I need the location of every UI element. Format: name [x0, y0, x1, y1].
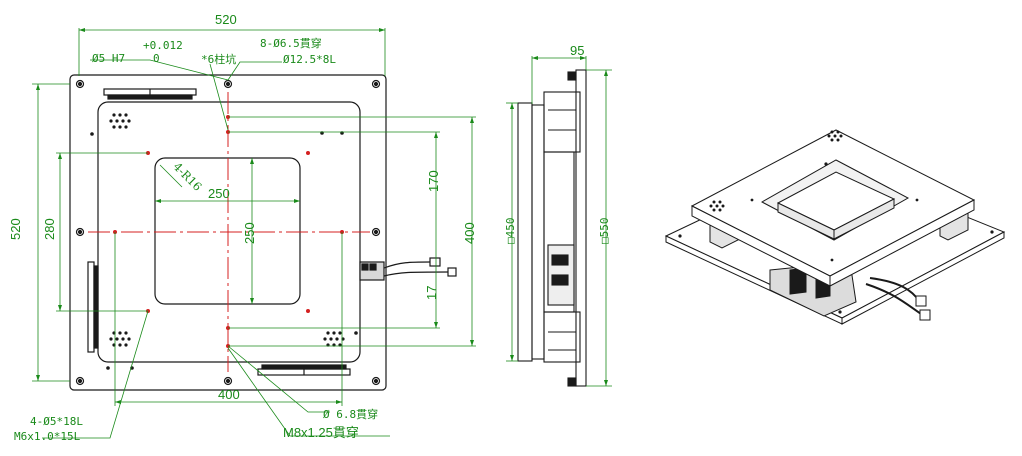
dim-250-vertical: 250: [242, 222, 257, 244]
counterbore-size-note: Ø12.5*8L: [283, 53, 336, 66]
small-holes: [90, 131, 358, 370]
dim-17: 17: [424, 286, 439, 300]
side-view-labels: 95 □450 □550: [504, 43, 611, 244]
dim-520-left: 520: [8, 218, 23, 240]
dim-square-550: □550: [598, 218, 611, 245]
dim-250-horizontal: 250: [208, 186, 230, 201]
tolerance-plus: +0.012: [143, 39, 183, 52]
vent-dots-bottom-right: [323, 331, 345, 347]
tolerance-zero: 0: [153, 52, 160, 65]
dim-520-top: 520: [215, 12, 237, 27]
bottom-holes-note-2: M6x1.0*15L: [14, 430, 81, 443]
thru-68-note: Ø 6.8貫穿: [323, 407, 378, 421]
corner-holes: [75, 79, 381, 386]
dim-95: 95: [570, 43, 584, 58]
top-view-labels: 520 520 280 250 250 170 17 400 400 4-R16…: [8, 12, 477, 443]
dim-280: 280: [42, 218, 57, 240]
isometric-view: [664, 129, 1006, 325]
vent-dots-top-left: [109, 113, 131, 129]
cable-connectors-top: [359, 257, 457, 281]
side-upper-plate: [575, 69, 587, 387]
pin-hole-note: Ø5 H7: [92, 52, 125, 65]
dim-400-bottom: 400: [218, 387, 240, 402]
top-view: [69, 74, 457, 391]
outer-plate-outline: [69, 74, 387, 391]
counterbore-count-note: *6柱坑: [201, 52, 236, 66]
centerlines: [88, 92, 370, 372]
bottom-holes-note-1: 4-Ø5*18L: [30, 415, 83, 428]
dim-square-450: □450: [504, 218, 517, 245]
thru-hole-note: 8-Ø6.5貫穿: [260, 36, 322, 50]
radius-label: 4-R16: [170, 159, 204, 193]
top-view-dimensions: [32, 28, 476, 439]
vent-dots-bottom-left: [109, 331, 131, 347]
left-bracket: [87, 261, 95, 353]
m8-note: M8x1.25貫穿: [283, 425, 359, 440]
side-lower-plate: [517, 102, 533, 362]
side-view: [517, 69, 587, 387]
dim-170: 170: [426, 170, 441, 192]
side-view-dimensions: [506, 56, 612, 387]
dim-400-right: 400: [462, 222, 477, 244]
